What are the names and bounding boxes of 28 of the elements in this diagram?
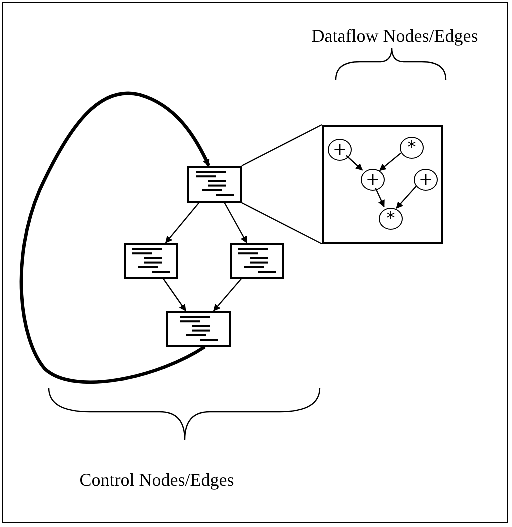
operation-node [414, 169, 438, 191]
zoom-line [242, 202, 322, 245]
arrow [346, 155, 363, 171]
operation-node [379, 208, 403, 230]
operation-node [328, 139, 352, 161]
operator-symbol: * [386, 210, 396, 228]
arrow [165, 202, 200, 244]
operator-symbol: + [366, 172, 380, 188]
arrow [214, 278, 242, 312]
code-block-box [230, 243, 284, 279]
operator-symbol: * [408, 140, 416, 156]
group-label: Dataflow Nodes/Edges [312, 26, 478, 47]
arrow [379, 152, 402, 172]
arrow [20, 92, 211, 384]
operation-node [400, 137, 424, 159]
code-block-box [187, 166, 242, 203]
operator-symbol: + [332, 142, 348, 158]
arrow [396, 186, 417, 210]
arrow [224, 202, 248, 244]
arrow [163, 278, 186, 312]
code-block-box [124, 243, 178, 279]
code-block-box [166, 311, 231, 347]
group-label: Control Nodes/Edges [80, 470, 234, 491]
operator-symbol: + [418, 172, 434, 188]
dataflow-box [322, 125, 443, 244]
operation-node [361, 169, 385, 191]
zoom-line [242, 124, 322, 167]
arrow [375, 188, 385, 208]
